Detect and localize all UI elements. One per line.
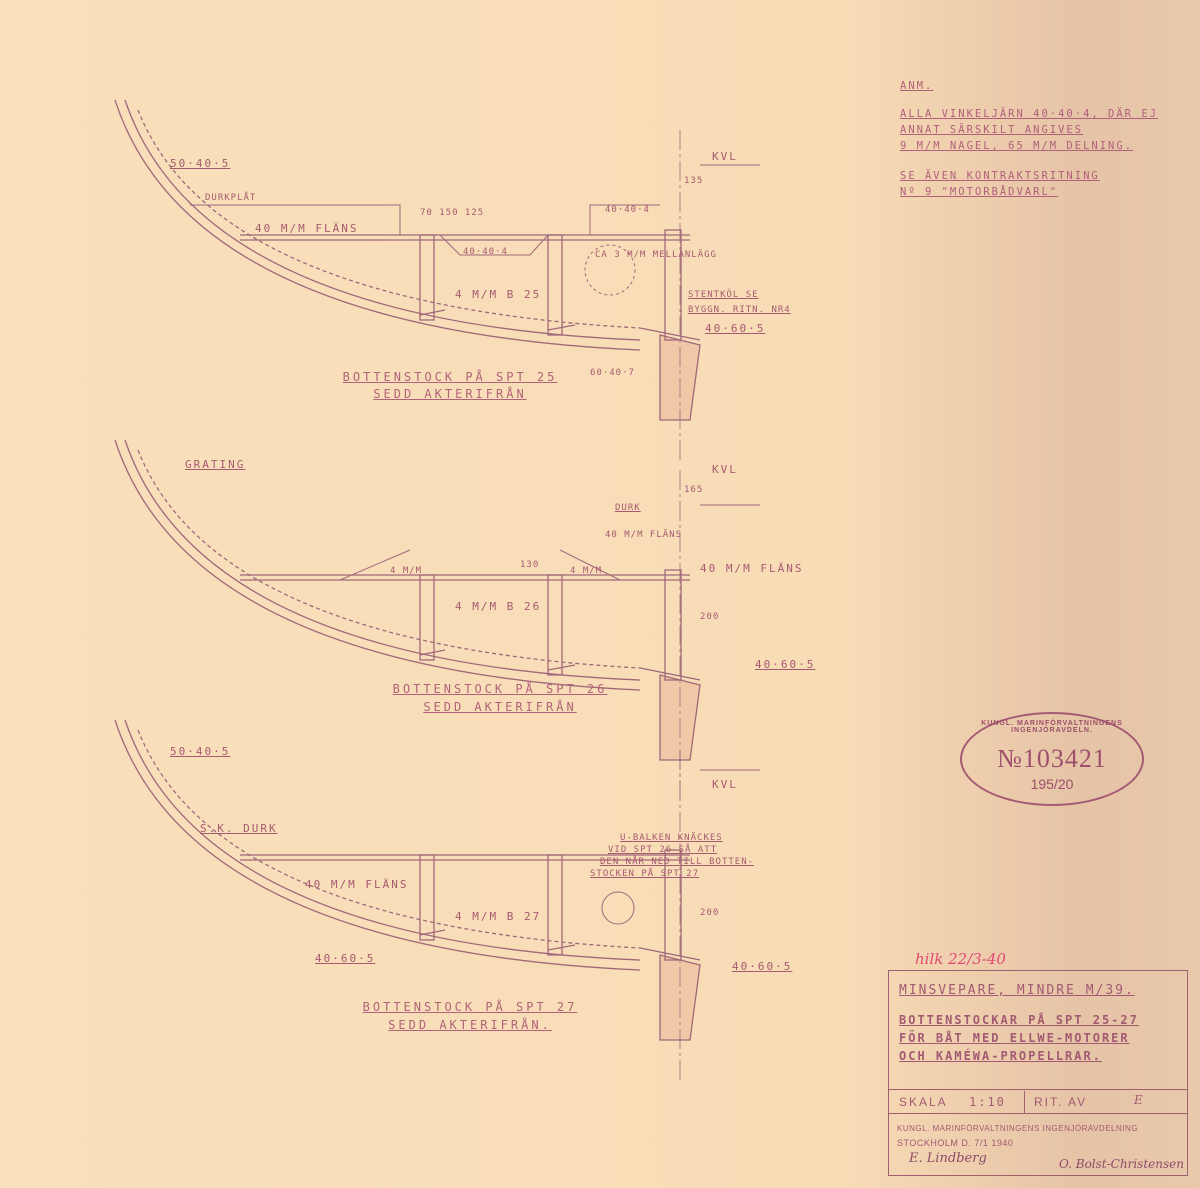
caption: SEDD AKTERIFRÅN. — [388, 1018, 552, 1032]
stamp-text: KUNGL. MARINFÖRVALTNINGENS INGENJÖRAVDEL… — [981, 720, 1123, 734]
label: 40·40·4 — [463, 247, 508, 257]
label: 4 M/M B 26 — [455, 600, 542, 613]
note-line — [900, 154, 1190, 168]
caption: SEDD AKTERIFRÅN — [423, 700, 577, 714]
note-line: Nº 9 "MOTORBÅDVARL" — [900, 186, 1059, 198]
vessel: MINSVEPARE, MINDRE M/39. — [899, 983, 1135, 998]
label: GRATING — [185, 458, 246, 471]
label: CA 3 M/M MELLANLÄGG — [595, 250, 717, 260]
label: KVL — [712, 150, 738, 163]
title-line: BOTTENSTOCKAR PÅ SPT 25-27 — [899, 1013, 1139, 1027]
label: 200 — [700, 612, 720, 622]
label: KVL — [712, 778, 738, 791]
registry-stamp: KUNGL. MARINFÖRVALTNINGENS INGENJÖRAVDEL… — [960, 712, 1144, 806]
label: 60·40·7 — [590, 368, 635, 378]
note-line: 9 M/M NAGEL, 65 M/M DELNING. — [900, 140, 1134, 152]
label: 40·60·5 — [755, 658, 816, 671]
stamp-sub: 195/20 — [1030, 776, 1074, 792]
label: 40·60·5 — [705, 322, 766, 335]
caption: BOTTENSTOCK PÅ SPT 26 — [392, 682, 608, 696]
notes-title: ANM. — [900, 80, 934, 92]
label: 70 150 125 — [420, 208, 485, 218]
label: 165 — [684, 485, 704, 495]
stamp-number: №103421 — [997, 744, 1107, 773]
caption: BOTTENSTOCK PÅ SPT 25 — [342, 370, 558, 384]
label: U-BALKEN KNÄCKES — [620, 833, 723, 843]
note-line: ALLA VINKELJÄRN 40·40·4, DÄR EJ — [900, 108, 1158, 120]
label: 50·40·5 — [170, 745, 231, 758]
label: 40·60·5 — [732, 960, 793, 973]
label: KVL — [712, 463, 738, 476]
label: 135 — [684, 176, 704, 186]
scale-label: SKALA — [899, 1095, 948, 1109]
label: 4 M/M B 25 — [455, 288, 542, 301]
label: DURKPLÅT — [205, 193, 257, 203]
caption: BOTTENSTOCK PÅ SPT 27 — [362, 1000, 578, 1014]
hull-section-25 — [114, 99, 701, 461]
label: STENTKÖL SE — [688, 290, 759, 300]
signature: E. Lindberg — [909, 1151, 987, 1166]
drawn-label: RIT. AV — [1034, 1095, 1088, 1109]
title-block: MINSVEPARE, MINDRE M/39. BOTTENSTOCKAR P… — [888, 970, 1188, 1176]
scale-value: 1:10 — [969, 1095, 1006, 1109]
label: 50·40·5 — [170, 157, 231, 170]
label: BYGGN. RITN. NR4 — [688, 305, 791, 315]
label: 4 M/M B 27 — [455, 910, 542, 923]
note-line: ANNAT SÄRSKILT ANGIVES — [900, 124, 1084, 136]
label: DURK — [615, 503, 641, 513]
label: 4 M/M — [570, 566, 603, 576]
label: STOCKEN PÅ SPT 27 — [590, 869, 700, 879]
label: 4 M/M — [390, 566, 423, 576]
label: 130 — [520, 560, 540, 570]
label: S.K. DURK — [200, 822, 278, 835]
label: 40 M/M FLÄNS — [605, 530, 683, 540]
title-line: OCH KAMÉWA-PROPELLRAR. — [899, 1049, 1102, 1063]
label: 40·60·5 — [315, 952, 376, 965]
hand-note: hilk 22/3-40 — [915, 950, 1006, 968]
office: KUNGL. MARINFÖRVALTNINGENS INGENJÖRAVDEL… — [897, 1124, 1138, 1133]
label: 40 M/M FLÄNS — [255, 222, 359, 235]
label: 40 M/M FLÄNS — [305, 878, 409, 891]
label: 40·40·4 — [605, 205, 650, 215]
notes: ANM. ALLA VINKELJÄRN 40·40·4, DÄR EJ ANN… — [900, 78, 1190, 200]
drawn-by: E — [1134, 1093, 1145, 1107]
caption: SEDD AKTERIFRÅN — [373, 387, 527, 401]
note-line: SE ÄVEN KONTRAKTSRITNING — [900, 170, 1100, 182]
label: 200 — [700, 908, 720, 918]
label: VID SPT 26 SÅ ATT — [608, 845, 718, 855]
label: DEN NÅR NED TILL BOTTEN- — [600, 857, 755, 867]
title-line: FÖR BÅT MED ELLWE-MOTORER — [899, 1031, 1130, 1045]
signature: O. Bolst-Christensen — [1059, 1157, 1184, 1171]
place-date: STOCKHOLM D. 7/1 1940 — [897, 1138, 1014, 1148]
label: 40 M/M FLÄNS — [700, 562, 804, 575]
